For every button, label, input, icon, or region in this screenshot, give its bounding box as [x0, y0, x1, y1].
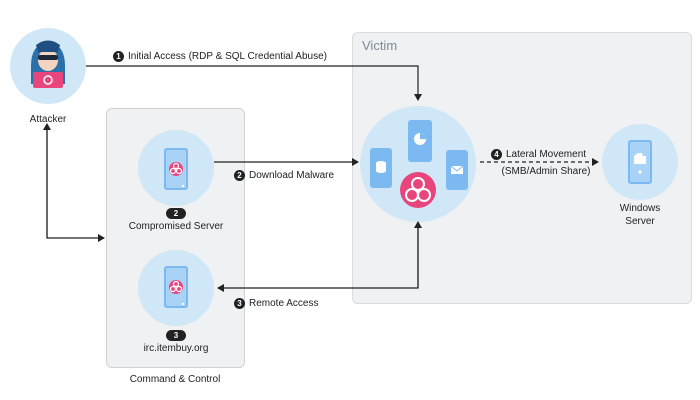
step-2-label: Download Malware [249, 170, 335, 181]
attacker-label: Attacker [29, 114, 67, 125]
windows-server-label-line1: Windows [619, 203, 661, 214]
step-4-badge: 4 [491, 149, 502, 160]
remote-access-arrow [217, 224, 419, 292]
step-3-badge: 3 [234, 298, 245, 309]
irc-server-number: 3 [166, 330, 186, 341]
step-3-label: Remote Access [249, 298, 319, 309]
victim-database-server-icon [370, 148, 392, 188]
biohazard-icon [400, 172, 436, 208]
victim-web-server-icon [408, 120, 432, 162]
step-4-sublabel: (SMB/Admin Share) [501, 166, 591, 177]
victim-title: Victim [362, 38, 398, 53]
irc-server-icon [164, 266, 188, 308]
step-4-label: Lateral Movement [506, 149, 587, 160]
windows-server-icon [628, 140, 652, 184]
command-control-label: Command & Control [129, 374, 221, 385]
compromised-server-number: 2 [166, 208, 186, 219]
irc-server-label: irc.itembuy.org [143, 343, 209, 354]
attacker-icon [31, 40, 65, 88]
step-2-badge: 2 [234, 170, 245, 181]
victim-mail-server-icon [446, 150, 468, 190]
attacker-cc-arrow [46, 128, 105, 242]
compromised-server-label: Compromised Server [128, 221, 224, 232]
windows-server-label-line2: Server [625, 216, 655, 227]
initial-access-arrow [86, 65, 422, 101]
step-1-label: Initial Access (RDP & SQL Credential Abu… [128, 51, 327, 62]
step-1-badge: 1 [113, 51, 124, 62]
compromised-server-icon [164, 148, 188, 190]
